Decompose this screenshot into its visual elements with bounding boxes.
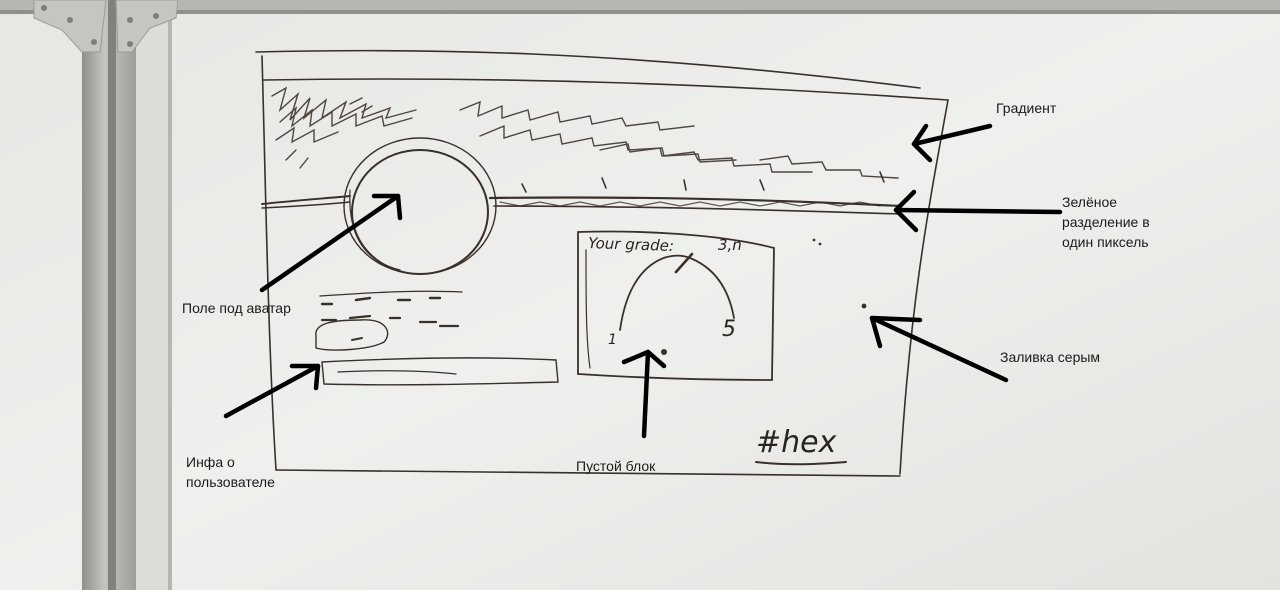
label-green-divider-line2: разделение в xyxy=(1062,212,1150,232)
label-empty-block: Пустой блок xyxy=(576,456,655,476)
sketch-dot xyxy=(862,304,867,309)
label-user-info-line1: Инфа о xyxy=(186,452,275,472)
label-green-divider: Зелёное разделение в один пиксель xyxy=(1062,192,1150,252)
label-avatar-field: Поле под аватар xyxy=(182,298,291,318)
label-green-divider-line1: Зелёное xyxy=(1062,192,1150,212)
sketch-hashtag: #hex xyxy=(756,425,837,460)
label-user-info-line2: пользователе xyxy=(186,472,275,492)
sketch-grade-value: 3,n xyxy=(718,236,742,254)
label-gray-fill: Заливка серым xyxy=(1000,347,1100,367)
label-gradient: Градиент xyxy=(996,98,1056,118)
sketch-gauge-max: 5 xyxy=(722,317,736,342)
sketch-gauge-min: 1 xyxy=(608,332,617,348)
label-user-info: Инфа о пользователе xyxy=(186,452,275,492)
label-green-divider-line3: один пиксель xyxy=(1062,232,1150,252)
sketch-grade-label: Your grade: xyxy=(588,234,674,255)
arrow-divider xyxy=(896,210,1060,212)
